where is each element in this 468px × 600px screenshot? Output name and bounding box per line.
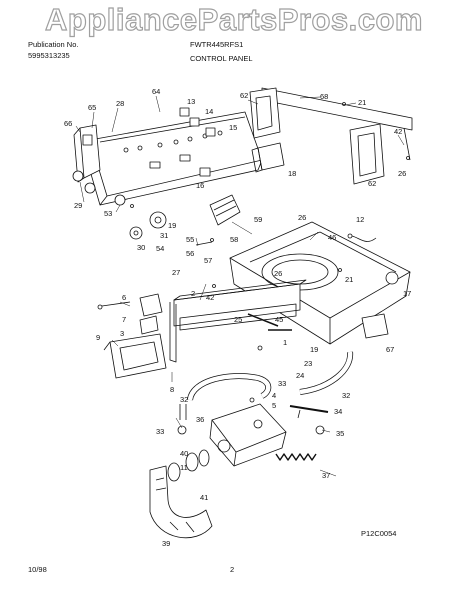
callout-8: 8: [170, 385, 174, 394]
publication-number: 5995313235: [28, 51, 70, 60]
callout-33-top: 33: [278, 379, 286, 388]
callout-64: 64: [152, 87, 160, 96]
right-endcap: [209, 194, 241, 226]
callout-32-right: 32: [342, 391, 350, 400]
callout-42: 42: [394, 127, 402, 136]
callout-19-lower: 19: [310, 345, 318, 354]
callout-54: 54: [156, 244, 164, 253]
selector-switches: [179, 107, 216, 177]
left-endcap: [73, 124, 101, 183]
callout-3: 3: [120, 329, 124, 338]
callout-26-top: 26: [298, 213, 306, 222]
callout-16: 16: [196, 181, 204, 190]
callout-18: 18: [288, 169, 296, 178]
diagram-code: P12C0054: [361, 529, 397, 538]
callout-26: 26: [398, 169, 406, 178]
page-number: 2: [230, 565, 235, 574]
callout-5: 5: [272, 401, 276, 410]
front-frame: [169, 279, 307, 363]
pump-assembly: [209, 403, 287, 467]
callout-39: 39: [162, 539, 170, 548]
callout-13: 13: [187, 97, 195, 106]
timer-component: [251, 142, 285, 173]
callout-23: 23: [304, 359, 312, 368]
callout-7: 7: [122, 315, 126, 324]
callout-14: 14: [205, 107, 213, 116]
bracket-35: [315, 425, 325, 435]
callout-1: 1: [283, 338, 287, 347]
callout-21: 21: [358, 98, 366, 107]
callout-31: 31: [160, 231, 168, 240]
callout-62: 62: [240, 91, 248, 100]
callout-68: 68: [320, 92, 328, 101]
callout-28: 28: [116, 99, 124, 108]
callout-15: 15: [229, 123, 237, 132]
callout-66: 66: [64, 119, 72, 128]
callout-27: 27: [172, 268, 180, 277]
watermark-text: AppliancePartsPros.com: [44, 1, 423, 37]
callout-58: 58: [230, 235, 238, 244]
callout-56: 56: [186, 249, 194, 258]
pressure-switch-wire: [351, 235, 377, 242]
callout-32-left: 32: [180, 395, 188, 404]
callout-59: 59: [254, 215, 262, 224]
callout-17: 17: [403, 289, 411, 298]
callout-42-lower: 42: [206, 293, 214, 302]
rear-panel: [249, 87, 413, 185]
callout-67: 67: [386, 345, 394, 354]
callout-24: 24: [296, 371, 304, 380]
callout-9: 9: [96, 333, 100, 342]
callout-11: 11: [180, 463, 188, 472]
callout-29: 29: [74, 201, 82, 210]
callout-34: 34: [334, 407, 342, 416]
callout-26-mid: 26: [274, 269, 282, 278]
callout-46: 46: [328, 233, 336, 242]
component-67: [361, 313, 389, 339]
callout-45: 45: [275, 315, 283, 324]
callout-35: 35: [336, 429, 344, 438]
callout-37: 37: [322, 471, 330, 480]
callout-36: 36: [196, 415, 204, 424]
callout-41: 41: [200, 493, 208, 502]
dispenser-top: [97, 293, 163, 335]
callout-53: 53: [104, 209, 112, 218]
spring: [275, 453, 317, 461]
callout-65: 65: [88, 103, 96, 112]
callout-21-lower: 21: [345, 275, 353, 284]
section-title: CONTROL PANEL: [190, 54, 253, 63]
callout-12: 12: [356, 215, 364, 224]
footer-date: 10/98: [28, 565, 47, 574]
callout-30: 30: [137, 243, 145, 252]
dispenser-assembly: [103, 333, 167, 379]
clamp-33: [177, 425, 187, 435]
component-17: [385, 271, 399, 285]
callout-57: 57: [204, 256, 212, 265]
callout-33: 33: [156, 427, 164, 436]
callout-55: 55: [186, 235, 194, 244]
outlet-hose: [149, 465, 213, 539]
callout-19: 19: [168, 221, 176, 230]
callout-40: 40: [180, 449, 188, 458]
callout-25: 25: [234, 315, 242, 324]
control-knobs: [72, 170, 167, 240]
callout-6: 6: [122, 293, 126, 302]
callout-62-lower: 62: [368, 179, 376, 188]
callout-2: 2: [191, 289, 195, 298]
publication-label: Publication No.: [28, 40, 79, 49]
model-number: FWTR445RFS1: [190, 40, 244, 49]
callout-4: 4: [272, 391, 276, 400]
